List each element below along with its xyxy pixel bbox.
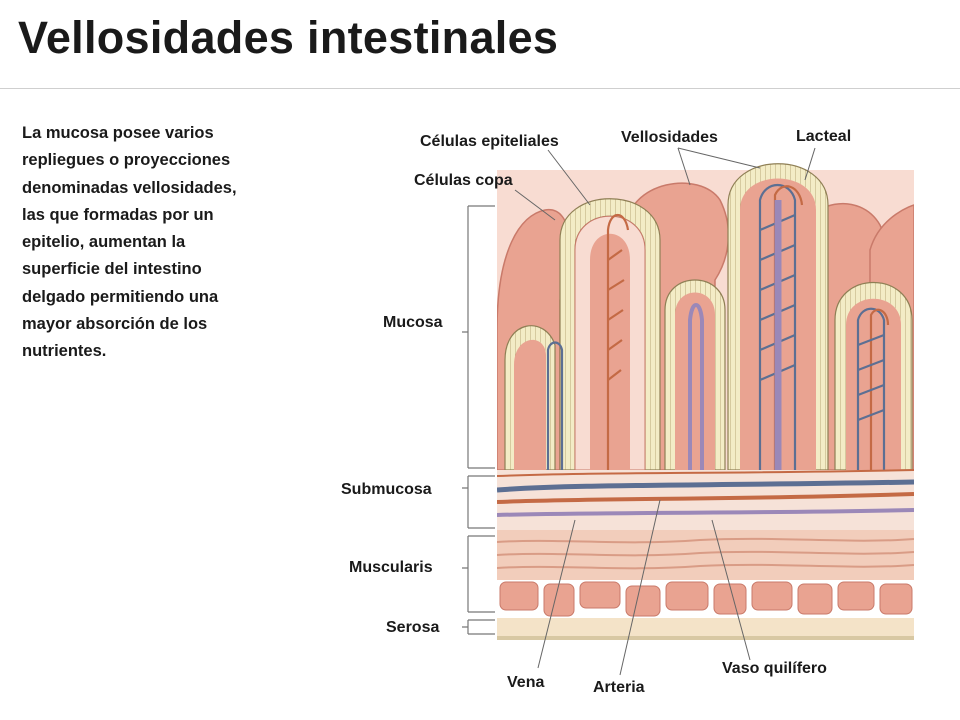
label-lacteal: Lacteal bbox=[796, 128, 851, 145]
villus-1 bbox=[559, 198, 661, 471]
capillaries bbox=[546, 184, 890, 470]
description-line: nutrientes. bbox=[22, 342, 107, 361]
description-line: superficie del intestino bbox=[22, 260, 202, 279]
description-line: La mucosa posee varios bbox=[22, 124, 214, 142]
leader-lines bbox=[514, 147, 816, 676]
layer-brackets bbox=[462, 205, 495, 635]
serosa-layer bbox=[497, 618, 914, 636]
label-vaso-quilifero: Vaso quilífero bbox=[722, 660, 827, 677]
description-line: mayor absorción de los bbox=[22, 315, 208, 334]
submucosa-vessels bbox=[497, 469, 914, 517]
label-celulas-epiteliales: Células epiteliales bbox=[420, 133, 559, 150]
description-line: epitelio, aumentan la bbox=[22, 233, 186, 252]
page-title: Vellosidades intestinales bbox=[18, 12, 559, 63]
label-mucosa: Mucosa bbox=[383, 314, 443, 331]
label-muscularis: Muscularis bbox=[349, 559, 433, 576]
label-arteria: Arteria bbox=[593, 679, 645, 696]
label-serosa: Serosa bbox=[386, 619, 439, 636]
label-submucosa: Submucosa bbox=[341, 481, 432, 498]
label-vellosidades: Vellosidades bbox=[621, 129, 718, 146]
label-celulas-copa: Células copa bbox=[414, 172, 513, 189]
description-text: La mucosa posee varios repliegues o proy… bbox=[22, 120, 322, 366]
villus-left bbox=[504, 325, 556, 471]
description-line: denominadas vellosidades, bbox=[22, 178, 237, 197]
description-line: delgado permitiendo una bbox=[22, 287, 219, 306]
description-line: repliegues o proyecciones bbox=[22, 151, 231, 170]
description-line: las que formadas por un bbox=[22, 205, 214, 224]
villus-4 bbox=[834, 281, 913, 471]
title-divider bbox=[0, 88, 960, 89]
label-vena: Vena bbox=[507, 674, 544, 691]
villus-2 bbox=[664, 279, 726, 471]
muscle-fibers bbox=[497, 537, 914, 570]
muscle-blocks bbox=[499, 581, 913, 617]
